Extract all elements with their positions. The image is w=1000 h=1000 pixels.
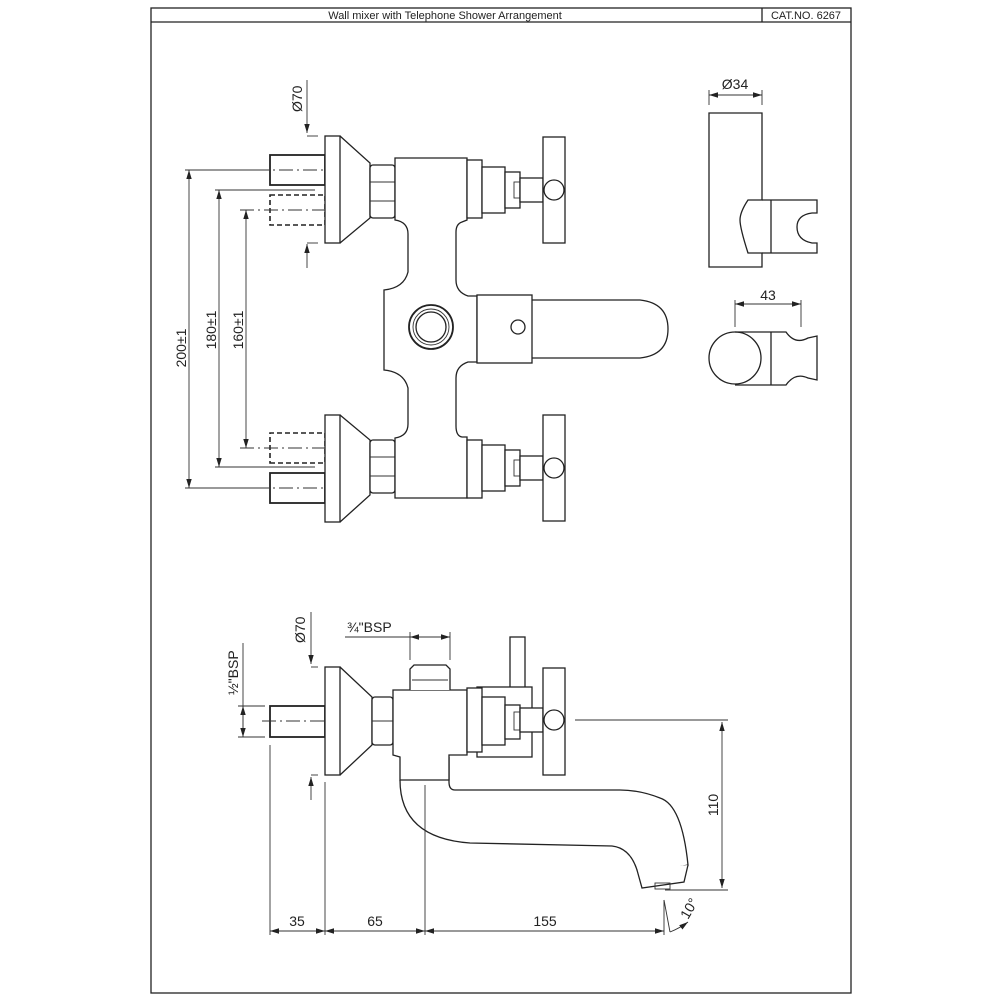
shower-holder-side [708,90,818,268]
dim-35-label: 35 [289,913,305,929]
dim-200-label: 200±1 [173,328,189,367]
upper-cross-handle [466,136,566,244]
lower-cross-handle [466,414,566,522]
spout-angle-label: 10° [677,895,701,921]
inlet-thread-label: ½"BSP [225,650,241,695]
bath-spout [399,757,689,876]
dim-180-label: 180±1 [203,310,219,349]
dim-65-label: 65 [367,913,383,929]
side-flange-diameter-label: Ø70 [292,616,308,643]
mixer-side-view [238,612,728,935]
diverter-outlet [408,304,454,350]
holder-width-label: 43 [760,287,776,303]
drawing-frame [150,7,852,994]
diverter-lever [476,294,669,364]
mixer-front-view [185,80,669,523]
shower-holder-top [708,300,818,386]
drawing-title: Wall mixer with Telephone Shower Arrange… [328,10,562,22]
top-flange-diameter-label: Ø70 [289,85,305,112]
outlet-thread-label: ¾"BSP [347,619,392,635]
catalog-number: CAT.NO. 6267 [771,10,841,22]
height-110-label: 110 [705,794,721,817]
dim-155-label: 155 [533,913,557,929]
mixer-body [383,157,478,499]
upper-inlet [269,135,396,244]
dim-160-label: 160±1 [230,310,246,349]
holder-diameter-label: Ø34 [722,76,749,92]
lower-inlet [269,414,396,523]
